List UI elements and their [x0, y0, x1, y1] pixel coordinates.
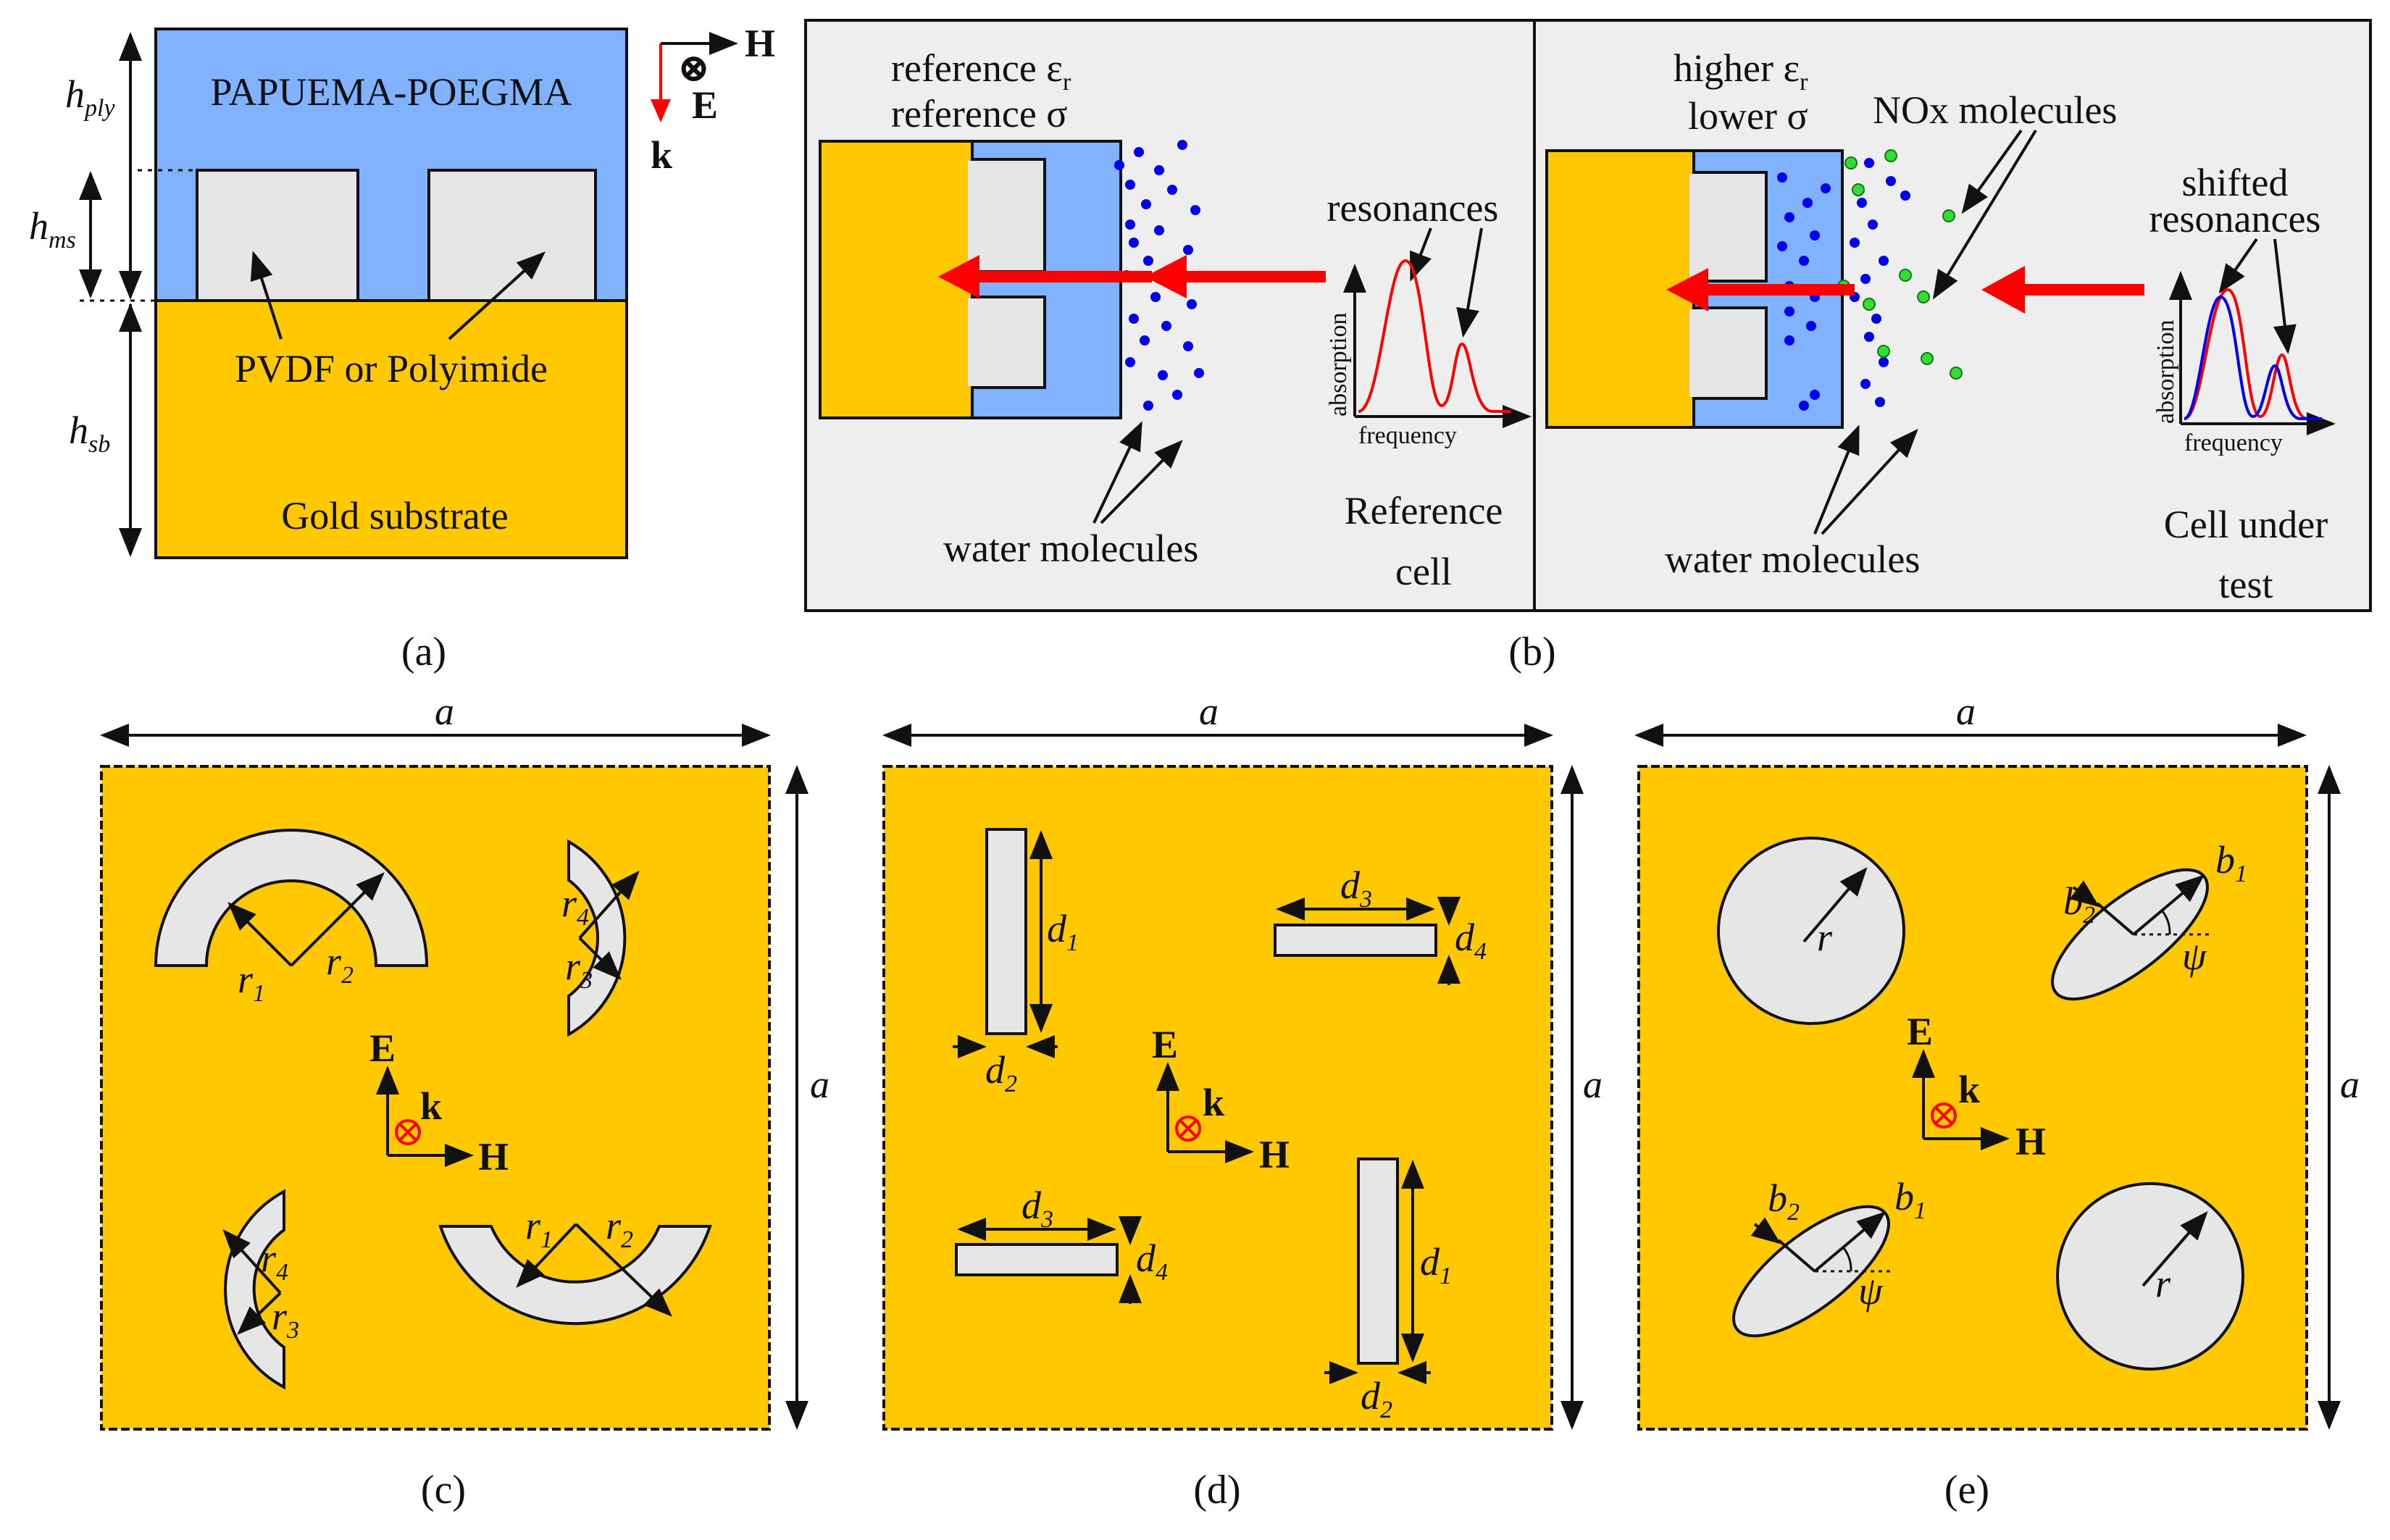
svg-text:b2: b2	[1768, 1176, 1800, 1226]
c-split-ring-bottom	[438, 1225, 712, 1326]
gold-substrate	[154, 299, 628, 559]
svg-text:r2: r2	[326, 940, 354, 989]
d-a-side: a	[1583, 1063, 1603, 1106]
ref-sigma-label: reference σ	[891, 92, 1067, 135]
shifted-curve-red	[2184, 288, 2322, 420]
shifted-label-1: shifted	[2182, 161, 2289, 204]
svg-text:E: E	[1907, 1010, 1933, 1053]
axis-E-label: E	[692, 83, 718, 127]
svg-text:r1: r1	[238, 958, 265, 1007]
svg-text:k: k	[420, 1084, 442, 1128]
cut-sigma-label: lower σ	[1688, 94, 1808, 138]
svg-text:d3: d3	[1021, 1184, 1053, 1233]
d-a-top: a	[1199, 690, 1219, 733]
svg-text:E: E	[369, 1026, 396, 1070]
water-label-right: water molecules	[1665, 537, 1920, 581]
svg-text:d4: d4	[1136, 1236, 1168, 1286]
shifted-curve-blue	[2184, 295, 2322, 420]
polymer-label: PAPUEMA-POEGMA	[210, 70, 572, 114]
e-disk-top-left	[1717, 837, 1905, 1025]
caption-c: (c)	[421, 1468, 466, 1512]
panel-b: reference εr reference σ resonances abso…	[804, 19, 2372, 674]
svg-text:d2: d2	[1361, 1374, 1392, 1423]
ref-absorption-curve	[1358, 259, 1511, 413]
frequency-label-right: frequency	[2184, 430, 2283, 456]
h-ms-label: hms	[29, 204, 76, 254]
reference-cell-label-2: cell	[1395, 550, 1452, 593]
svg-text:r: r	[2155, 1262, 2171, 1305]
svg-text:r1: r1	[525, 1204, 553, 1253]
absorption-label: absorption	[1325, 312, 1352, 417]
axis-k-label: k	[651, 133, 672, 177]
d-bar-top-right	[1274, 924, 1437, 957]
svg-text:H: H	[1259, 1133, 1290, 1176]
dielectric-label: PVDF or Polyimide	[235, 347, 548, 390]
svg-text:r4: r4	[261, 1236, 288, 1286]
panel-e: a a r r b1 b2 ψ b1 b2 ψ E k H	[1634, 690, 2360, 1512]
axis-H-label: H	[745, 22, 775, 65]
caption-d: (d)	[1193, 1468, 1240, 1512]
svg-text:H: H	[478, 1135, 509, 1179]
svg-text:r3: r3	[565, 945, 593, 994]
axis-E-symbol: ⊗	[677, 46, 710, 90]
ref-eps-label: reference εr	[891, 46, 1071, 96]
svg-text:r4: r4	[561, 882, 589, 931]
frequency-label: frequency	[1358, 422, 1457, 449]
svg-text:E: E	[1152, 1023, 1178, 1066]
d-bar-bottom-left	[955, 1243, 1119, 1276]
svg-text:d4: d4	[1455, 916, 1487, 965]
svg-text:r2: r2	[606, 1204, 633, 1253]
water-molecules-right	[1850, 158, 1910, 407]
d-bar-bottom-right	[1357, 1158, 1399, 1365]
svg-text:d1: d1	[1420, 1240, 1452, 1289]
caption-b: (b)	[1508, 629, 1555, 674]
cut-eps-label: higher εr	[1674, 46, 1808, 96]
c-a-top: a	[435, 690, 454, 733]
water-label-left: water molecules	[943, 527, 1198, 570]
h-sb-label: hsb	[69, 409, 110, 458]
svg-text:r: r	[1817, 916, 1833, 959]
panel-d: a a d1 d2 d3 d4 d3 d4 d1 d2	[882, 690, 1603, 1512]
caption-e: (e)	[1944, 1468, 1989, 1512]
svg-text:d2: d2	[985, 1048, 1017, 1097]
svg-text:b1: b1	[1894, 1175, 1926, 1224]
water-molecules-left	[1114, 140, 1204, 411]
e-a-side: a	[2340, 1063, 2360, 1106]
cut-label-2: test	[2219, 563, 2273, 606]
dielectric-pointer-right	[448, 251, 546, 340]
nox-label: NOx molecules	[1873, 88, 2117, 132]
c-a-side: a	[810, 1063, 830, 1106]
svg-text:ψ: ψ	[1858, 1269, 1884, 1313]
svg-text:r3: r3	[272, 1294, 299, 1344]
svg-text:k: k	[1203, 1081, 1224, 1124]
nox-molecules	[1837, 149, 1963, 380]
reference-cell-label-1: Reference	[1345, 489, 1503, 532]
e-a-top: a	[1956, 690, 1976, 733]
svg-text:d1: d1	[1047, 907, 1079, 956]
panel-c: a a r1 r2 r4 r3 r4 r3 r1 r2 E k H (c)	[100, 690, 830, 1512]
resonances-label: resonances	[1327, 186, 1499, 230]
shifted-label-2: resonances	[2149, 197, 2321, 240]
absorption-label-right: absorption	[2152, 319, 2179, 424]
substrate-label: Gold substrate	[281, 494, 508, 537]
dielectric-pointer-left	[250, 251, 283, 340]
water-molecules-in-polymer	[1777, 172, 1831, 411]
svg-text:d3: d3	[1340, 863, 1372, 913]
panel-a: PAPUEMA-POEGMA PVDF or Polyimide Gold su…	[29, 22, 775, 674]
svg-text:H: H	[2015, 1120, 2046, 1163]
dielectric-block-right	[427, 169, 597, 302]
svg-text:ψ: ψ	[2182, 934, 2207, 978]
cut-label-1: Cell under	[2164, 503, 2328, 546]
svg-text:b1: b1	[2215, 838, 2247, 887]
svg-text:b2: b2	[2063, 879, 2095, 929]
c-split-ring-top	[154, 829, 429, 967]
caption-a: (a)	[401, 629, 446, 674]
h-ply-label: hply	[65, 72, 115, 122]
svg-text:k: k	[1958, 1068, 1980, 1111]
dielectric-block-left	[196, 169, 359, 302]
d-bar-top-left	[985, 828, 1027, 1035]
